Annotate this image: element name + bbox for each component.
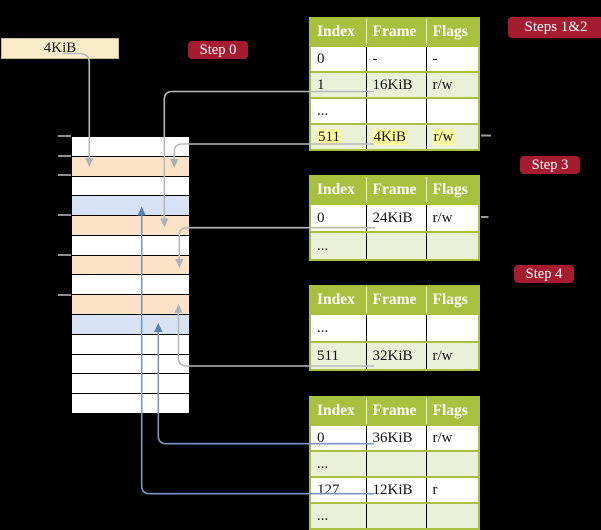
column-header-frame: Frame [365,396,426,426]
badge-step-4: Step 4 [514,265,574,283]
badge-steps-1-2: Steps 1&2 [508,17,601,38]
memory-row-frame-page-table [72,216,189,236]
memory-row-frame-empty [72,275,189,296]
memory-row-frame-page-table [72,255,189,276]
column-header-flags: Flags [425,17,479,47]
memory-row-frame-empty [72,235,189,256]
cell-frame: 12KiB [365,476,426,504]
memory-row-frame-empty [72,394,189,413]
page-table-3: Index Frame Flags ... 511 32KiB r/w [309,285,480,371]
cell-frame [365,502,426,530]
memory-row-frame-page-table [72,295,189,316]
memory-tick [58,214,71,216]
memory-tick [58,135,71,137]
cell-flags: r/w [425,123,479,151]
cell-index: 127 [310,476,366,504]
badge-step-3: Step 3 [520,156,580,174]
table-row-highlighted: 511 4KiB r/w [310,123,479,151]
page-table-2: Index Frame Flags 0 24KiB r/w ... [309,175,480,261]
table-row: ... [310,97,479,125]
page-table-4: Index Frame Flags 0 36KiB r/w ... 127 12… [309,396,480,530]
cell-flags [425,502,479,530]
table-row: 0 24KiB r/w [310,203,479,233]
cell-flags [425,313,479,343]
cell-frame: 24KiB [365,203,426,233]
column-header-index: Index [310,396,366,426]
cell-frame [365,450,426,478]
cell-frame [365,231,426,261]
memory-row-frame-empty [72,374,189,395]
highlighted-value: 511 [317,128,341,145]
table-row: ... [310,502,479,530]
cell-index: 511 [310,341,366,371]
memory-row-frame-empty [72,176,189,197]
table-row: 1 16KiB r/w [310,71,479,99]
table-row: 511 32KiB r/w [310,341,479,371]
column-header-frame: Frame [365,17,426,47]
cell-index: ... [310,231,366,261]
cell-index: 511 [310,123,366,151]
column-header-flags: Flags [425,396,479,426]
memory-tick [58,254,71,256]
highlighted-value: r/w [432,128,455,145]
cell-index: ... [310,313,366,343]
memory-tick [58,155,71,157]
cell-index: 0 [310,45,366,73]
memory-row-frame-page-table [72,156,189,177]
cell-flags: r/w [425,341,479,371]
cell-frame: 4KiB [365,123,426,151]
cell-flags: - [425,45,479,73]
cell-frame: 36KiB [365,424,426,452]
cell-flags: r/w [425,71,479,99]
memory-row-frame-data-page [72,315,189,335]
column-header-index: Index [310,175,366,205]
table-row: ... [310,450,479,478]
cell-frame [365,97,426,125]
cell-flags [425,97,479,125]
cell-flags: r/w [425,424,479,452]
column-header-index: Index [310,17,366,47]
cell-frame [365,313,426,343]
frame-4kib-label-box: 4KiB [1,38,119,59]
cell-flags [425,231,479,261]
table-row: 0 - - [310,45,479,73]
column-header-index: Index [310,285,366,315]
cell-frame: - [365,45,426,73]
column-header-flags: Flags [425,175,479,205]
cell-index: ... [310,502,366,530]
table-row: 127 12KiB r [310,476,479,504]
column-header-flags: Flags [425,285,479,315]
memory-tick [58,294,71,296]
table-row: ... [310,313,479,343]
table-row: 0 36KiB r/w [310,424,479,452]
cell-index: 1 [310,71,366,99]
cell-index: 0 [310,424,366,452]
physical-memory-column [71,136,190,414]
cell-flags: r [425,476,479,504]
cell-frame: 32KiB [365,341,426,371]
cell-index: 0 [310,203,366,233]
memory-row-frame-empty [72,137,189,157]
badge-step-0: Step 0 [188,41,248,59]
highlighted-value: 4KiB [372,128,408,145]
memory-row-frame-data-page [72,196,189,217]
memory-row-frame-empty [72,334,189,355]
page-table-1: Index Frame Flags 0 - - 1 16KiB r/w ... … [309,17,480,151]
cell-index: ... [310,450,366,478]
table-row: ... [310,231,479,261]
memory-row-frame-empty [72,354,189,375]
cell-flags: r/w [425,203,479,233]
memory-tick [58,174,71,176]
cell-index: ... [310,97,366,125]
cell-frame: 16KiB [365,71,426,99]
column-header-frame: Frame [365,175,426,205]
cell-flags [425,450,479,478]
column-header-frame: Frame [365,285,426,315]
